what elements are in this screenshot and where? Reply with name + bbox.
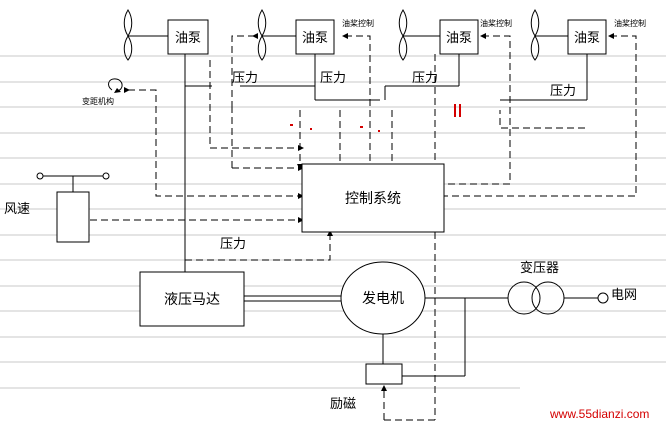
oil-pump-1-label: 油泵 [175, 31, 201, 46]
turbine-4: 油泵 油桨控制 [530, 9, 646, 61]
oil-pump-4 [567, 19, 607, 55]
pressure-label-4: 压力 [550, 84, 576, 99]
control-signal-lines [90, 33, 637, 421]
rotor-icon [257, 9, 296, 61]
pitch-control-label-2: 油桨控制 [342, 18, 374, 28]
rotate-arrow-icon [108, 78, 123, 92]
excitation-box [365, 363, 403, 385]
pressure-label-2: 压力 [320, 71, 346, 86]
control-system-box [301, 163, 445, 233]
pressure-label-3: 压力 [412, 71, 438, 86]
wind-speed-label: 风速 [4, 202, 30, 217]
turbine-3: 油泵 油桨控制 [398, 9, 512, 61]
rotor-icon [123, 9, 168, 61]
rotor-icon [398, 9, 440, 61]
pressure-manifold [184, 54, 588, 272]
pitch-mechanism: 变距机构 [82, 78, 123, 106]
oil-pump-3 [439, 19, 479, 55]
oil-pump-3-label: 油泵 [446, 31, 472, 46]
arrow-head-icon [114, 88, 121, 93]
noise-artifacts [290, 124, 380, 132]
anemometer [36, 172, 110, 243]
oil-pump-2-label: 油泵 [302, 31, 328, 46]
turbine-2: 油泵 油桨控制 [257, 9, 374, 61]
cup-icon [102, 172, 110, 180]
pressure-label-5: 压力 [220, 237, 246, 252]
excitation-label: 励磁 [330, 397, 356, 412]
rotor-icon [530, 9, 568, 61]
pitch-mechanism-label: 变距机构 [82, 96, 114, 106]
watermark-text: www.55dianzi.com [549, 407, 649, 421]
pressure-label-1: 压力 [232, 71, 258, 86]
hydraulic-motor-box [139, 271, 245, 327]
transformer-label: 变压器 [520, 260, 559, 276]
cup-icon [36, 172, 44, 180]
grid-label: 电网 [611, 288, 637, 303]
transformer-icon [507, 281, 565, 315]
generator-label: 发电机 [362, 291, 404, 307]
oil-pump-4-label: 油泵 [574, 31, 600, 46]
wind-speed-sensor [56, 191, 90, 243]
control-system-label: 控制系统 [345, 191, 401, 207]
oil-pump-1 [167, 19, 209, 55]
grid-terminal [597, 292, 609, 304]
hydraulic-motor-label: 液压马达 [164, 292, 220, 308]
turbine-1: 油泵 [123, 9, 209, 61]
pitch-control-label-3: 油桨控制 [480, 18, 512, 28]
pitch-control-label-4: 油桨控制 [614, 18, 646, 28]
